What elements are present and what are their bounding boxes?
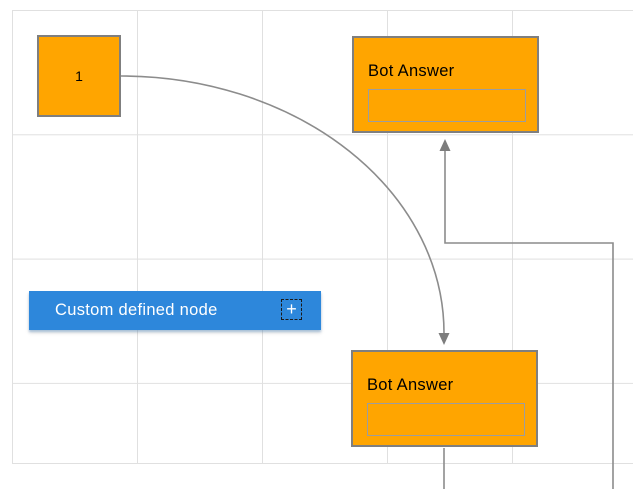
bot-answer-input[interactable] [367,403,525,436]
connector-orthogonal-arrowhead-up [439,139,451,151]
bot-answer-node-bottom[interactable]: Bot Answer [351,350,538,447]
plus-icon: + [286,299,297,319]
add-button[interactable]: + [281,299,302,320]
connector-curve[interactable] [120,75,445,334]
custom-node-label: Custom defined node [55,301,218,319]
bot-answer-node-top[interactable]: Bot Answer [352,36,539,133]
connector-curve-arrowhead-down [438,333,450,345]
bot-answer-input[interactable] [368,89,526,122]
bot-answer-title: Bot Answer [368,62,455,80]
start-node[interactable]: 1 [37,35,121,117]
connector-orthogonal[interactable] [444,151,614,489]
bot-answer-title: Bot Answer [367,376,454,394]
custom-defined-node[interactable]: Custom defined node + [29,291,321,330]
start-node-label: 1 [75,68,83,84]
